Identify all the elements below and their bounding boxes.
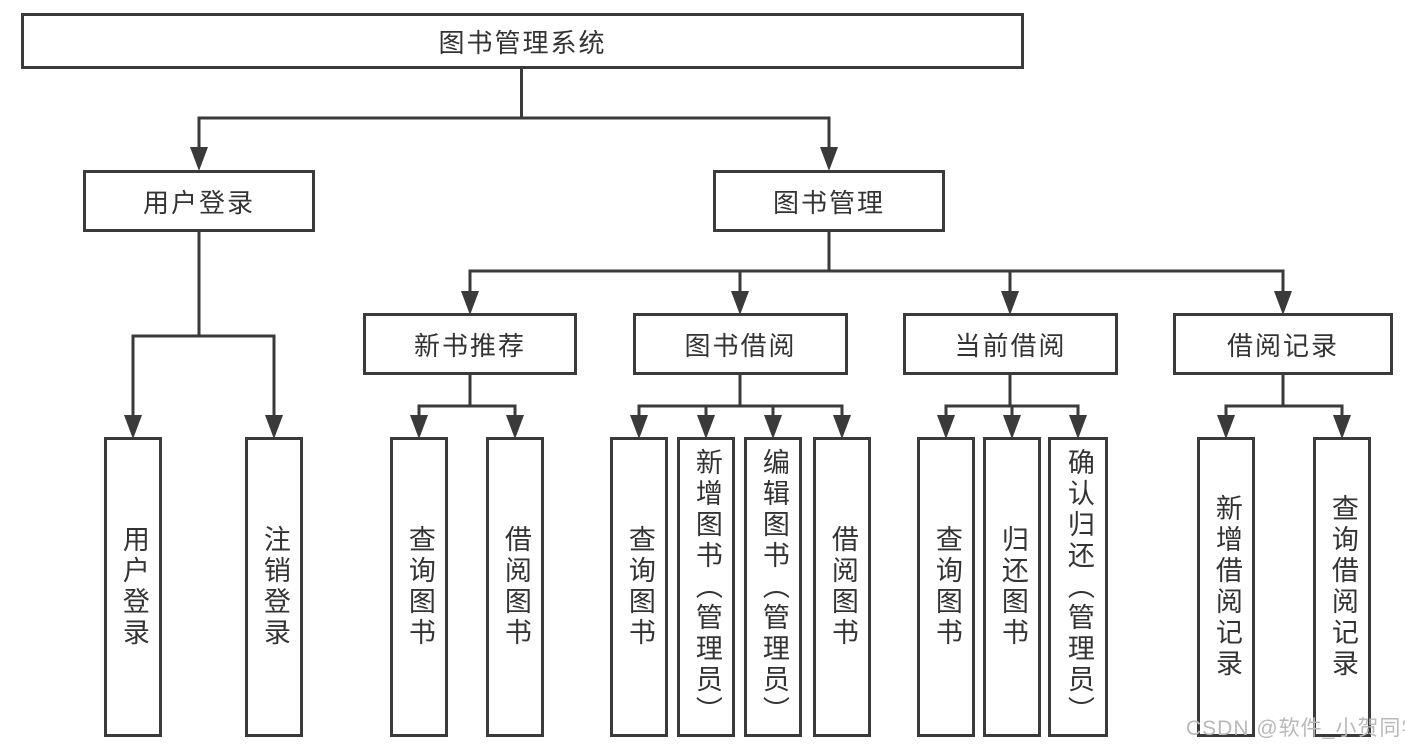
arrow-down-icon (820, 147, 838, 171)
leaf-query-books-current: 查询图书 (917, 437, 975, 737)
leaf-confirm-return-admin: 确认归还（管理员） (1048, 437, 1108, 737)
connector-bookmgmt-to-level3 (468, 230, 1285, 292)
leaf-borrow-books-recommend-label: 借阅图书 (500, 525, 531, 649)
leaf-query-books-borrow-label: 查询图书 (624, 525, 655, 649)
leaf-add-books-admin-label: 新增图书（管理员） (691, 447, 722, 727)
node-borrow-record: 借阅记录 (1173, 313, 1393, 375)
leaf-edit-books-admin-label: 编辑图书（管理员） (758, 447, 789, 727)
node-root: 图书管理系统 (21, 13, 1024, 69)
node-user-login-label: 用户登录 (142, 187, 255, 218)
arrow-down-icon (1001, 291, 1019, 315)
leaf-add-borrow-record: 新增借阅记录 (1197, 437, 1255, 737)
arrow-down-icon (1003, 415, 1021, 439)
arrow-down-icon (937, 415, 955, 439)
leaf-confirm-return-admin-label: 确认归还（管理员） (1063, 447, 1094, 727)
node-root-label: 图书管理系统 (438, 27, 607, 58)
node-book-management: 图书管理 (713, 170, 945, 232)
leaf-logout: 注销登录 (245, 437, 303, 737)
connector-userlogin-to-leaves (131, 230, 276, 416)
node-new-book-recommend: 新书推荐 (363, 313, 577, 375)
arrow-down-icon (1274, 291, 1292, 315)
leaf-borrow-books-label: 借阅图书 (827, 525, 858, 649)
node-user-login: 用户登录 (83, 170, 315, 232)
leaf-query-borrow-record: 查询借阅记录 (1313, 437, 1371, 737)
arrow-down-icon (190, 147, 208, 171)
node-current-borrow-label: 当前借阅 (954, 330, 1067, 361)
arrow-down-icon (630, 415, 648, 439)
leaf-add-borrow-record-label: 新增借阅记录 (1211, 494, 1242, 680)
arrow-down-icon (124, 415, 142, 439)
connector-borrowrecord-to-leaves (1224, 373, 1344, 416)
arrow-down-icon (833, 415, 851, 439)
connector-root-to-level2 (197, 67, 831, 148)
arrow-down-icon (461, 291, 479, 315)
leaf-query-books-recommend: 查询图书 (390, 437, 448, 737)
arrow-down-icon (1069, 415, 1087, 439)
leaf-query-books-current-label: 查询图书 (931, 525, 962, 649)
csdn-watermark: CSDN @软件_小贺同学 (1186, 717, 1405, 740)
arrow-down-icon (410, 415, 428, 439)
leaf-user-login: 用户登录 (104, 437, 162, 737)
arrow-down-icon (1333, 415, 1351, 439)
leaf-query-borrow-record-label: 查询借阅记录 (1327, 494, 1358, 680)
arrow-down-icon (1217, 415, 1235, 439)
leaf-logout-label: 注销登录 (259, 525, 290, 649)
node-book-borrow-label: 图书借阅 (684, 330, 797, 361)
leaf-user-login-label: 用户登录 (118, 525, 149, 649)
node-borrow-record-label: 借阅记录 (1226, 330, 1339, 361)
leaf-return-books-label: 归还图书 (997, 525, 1028, 649)
leaf-add-books-admin: 新增图书（管理员） (677, 437, 735, 737)
leaf-borrow-books: 借阅图书 (813, 437, 871, 737)
arrow-down-icon (265, 415, 283, 439)
leaf-edit-books-admin: 编辑图书（管理员） (744, 437, 802, 737)
leaf-return-books: 归还图书 (983, 437, 1041, 737)
connector-bookborrow-to-leaves (637, 373, 844, 416)
leaf-borrow-books-recommend: 借阅图书 (486, 437, 544, 737)
node-new-book-recommend-label: 新书推荐 (413, 330, 526, 361)
node-current-borrow: 当前借阅 (903, 313, 1118, 375)
connector-newbookrec-to-leaves (417, 373, 517, 416)
leaf-query-books-borrow: 查询图书 (610, 437, 668, 737)
node-book-management-label: 图书管理 (772, 187, 885, 218)
leaf-query-books-recommend-label: 查询图书 (404, 525, 435, 649)
connector-currentborrow-to-leaves (944, 374, 1080, 416)
node-book-borrow: 图书借阅 (633, 313, 848, 375)
arrow-down-icon (697, 415, 715, 439)
arrow-down-icon (506, 415, 524, 439)
arrow-down-icon (731, 291, 749, 315)
arrow-down-icon (764, 415, 782, 439)
